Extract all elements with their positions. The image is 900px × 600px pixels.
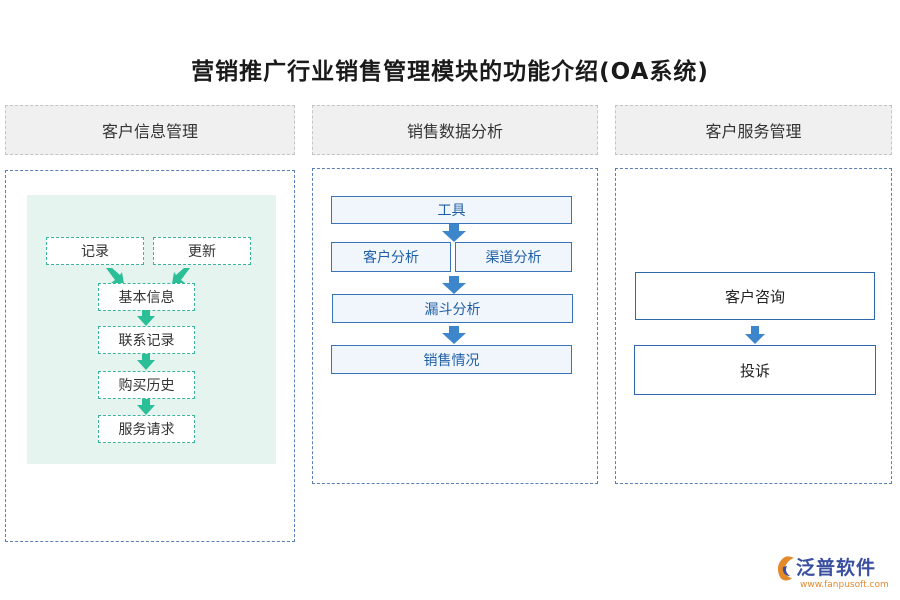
fanpu-logo-icon xyxy=(777,556,794,581)
down-arrow-icon xyxy=(442,276,466,294)
service-request-box: 服务请求 xyxy=(98,415,195,443)
funnel-analysis-box: 漏斗分析 xyxy=(332,294,573,323)
contact-record-box: 联系记录 xyxy=(98,326,195,354)
page-title: 营销推广行业销售管理模块的功能介绍(OA系统) xyxy=(191,59,709,85)
customer-inquiry-box: 客户咨询 xyxy=(635,272,875,320)
update-box: 更新 xyxy=(153,237,251,265)
column-header-sales-analysis: 销售数据分析 xyxy=(312,105,598,155)
logo-name: 泛普软件 xyxy=(796,557,877,579)
record-box: 记录 xyxy=(46,237,144,265)
down-arrow-icon xyxy=(137,354,155,370)
basic-info-box: 基本信息 xyxy=(98,283,195,311)
column-sales-analysis xyxy=(312,168,598,484)
column-customer-service xyxy=(615,168,892,484)
column-header-customer-info: 客户信息管理 xyxy=(5,105,295,155)
down-arrow-icon xyxy=(745,326,765,344)
sales-status-box: 销售情况 xyxy=(331,345,572,374)
purchase-history-box: 购买历史 xyxy=(98,371,195,399)
column-customer-info xyxy=(5,170,295,542)
complaint-box: 投诉 xyxy=(634,345,876,395)
record-to-basic-arrow-icon xyxy=(106,268,124,284)
column-header-customer-service: 客户服务管理 xyxy=(615,105,892,155)
logo-url: www.fanpusoft.com xyxy=(800,580,889,590)
tools-box: 工具 xyxy=(331,196,572,224)
down-arrow-icon xyxy=(137,399,155,415)
channel-analysis-box: 渠道分析 xyxy=(455,242,572,272)
customer-analysis-box: 客户分析 xyxy=(331,242,451,272)
down-arrow-icon xyxy=(137,310,155,326)
down-arrow-icon xyxy=(442,224,466,242)
down-arrow-icon xyxy=(442,326,466,344)
fanpu-logo: 泛普软件 www.fanpusoft.com xyxy=(774,553,898,597)
update-to-basic-arrow-icon xyxy=(172,268,190,284)
